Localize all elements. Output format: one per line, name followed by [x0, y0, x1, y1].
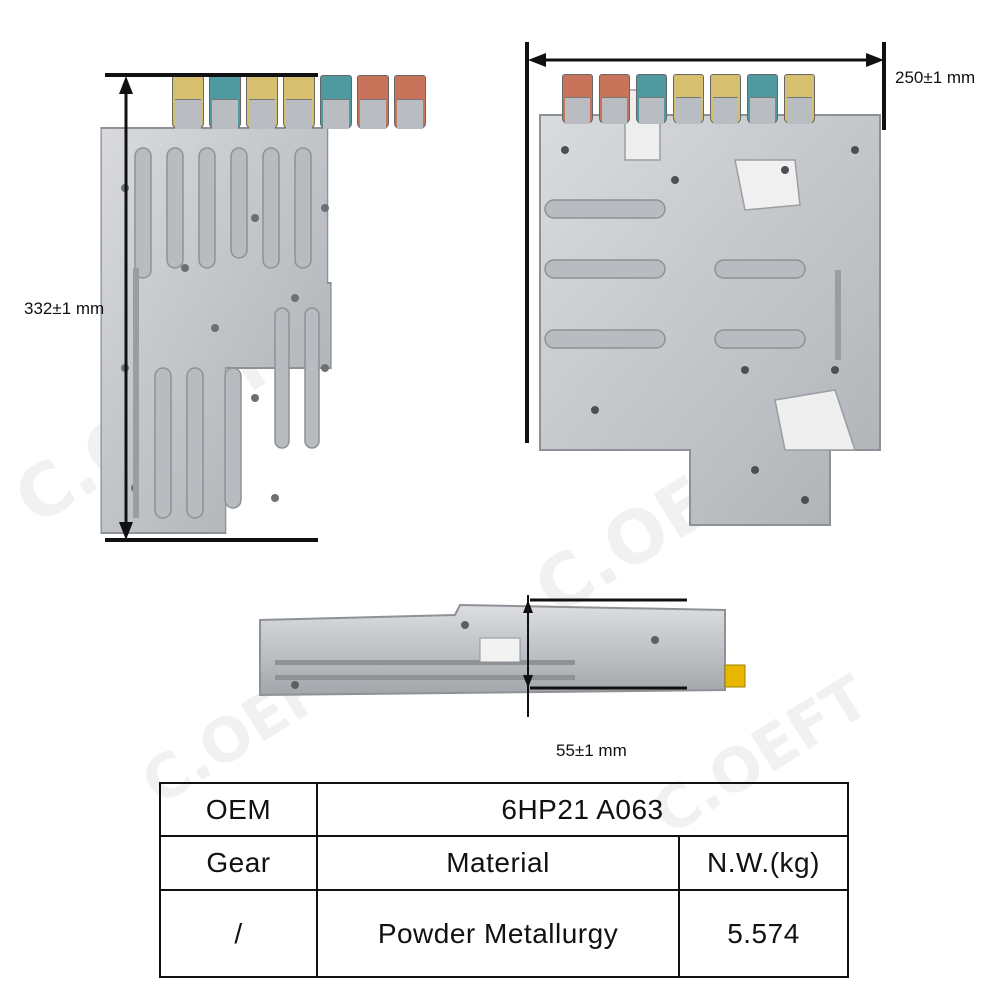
- oem-label: OEM: [159, 782, 318, 837]
- material-value: Powder Metallurgy: [316, 889, 680, 978]
- valve-body-rear-photo: [539, 89, 881, 526]
- gear-header: Gear: [159, 835, 318, 891]
- oem-value: 6HP21 A063: [316, 782, 849, 837]
- valve-body-front-photo: [100, 127, 332, 534]
- solenoid-body: [602, 96, 627, 124]
- solenoid-body: [175, 99, 201, 129]
- height-dimension-line: [105, 73, 318, 542]
- weight-value: 5.574: [678, 889, 849, 978]
- solenoid-row-left: [172, 75, 432, 130]
- thickness-dimension-line: [523, 595, 687, 717]
- solenoid-body: [676, 96, 701, 124]
- solenoid-body: [212, 99, 238, 129]
- solenoid-body: [323, 99, 349, 129]
- weight-header: N.W.(kg): [678, 835, 849, 891]
- solenoid-connector: [673, 74, 704, 124]
- solenoid-connector: [710, 74, 741, 124]
- solenoid-body: [750, 96, 775, 124]
- solenoid-connector: [172, 75, 204, 129]
- spec-table: OEM 6HP21 A063 Gear Material N.W.(kg) / …: [159, 782, 849, 978]
- solenoid-row-right: [562, 74, 832, 124]
- solenoid-connector: [599, 74, 630, 124]
- width-dimension-label: 250±1 mm: [895, 68, 976, 87]
- solenoid-body: [397, 99, 423, 129]
- solenoid-connector: [636, 74, 667, 124]
- solenoid-body: [249, 99, 275, 129]
- solenoid-body: [639, 96, 664, 124]
- solenoid-body: [360, 99, 386, 129]
- oem-row: OEM 6HP21 A063: [159, 782, 849, 837]
- solenoid-connector: [562, 74, 593, 124]
- material-header: Material: [316, 835, 680, 891]
- thickness-dimension-label: 55±1 mm: [556, 741, 627, 760]
- solenoid-body: [713, 96, 738, 124]
- valve-body-side-photo: [259, 603, 746, 697]
- width-dimension-line: [525, 42, 886, 443]
- solenoid-body: [286, 99, 312, 129]
- solenoid-connector: [320, 75, 352, 129]
- height-dimension-label: 332±1 mm: [24, 299, 105, 318]
- solenoid-connector: [394, 75, 426, 129]
- gear-value: /: [159, 889, 318, 978]
- solenoid-connector: [357, 75, 389, 129]
- solenoid-connector: [747, 74, 778, 124]
- solenoid-connector: [283, 75, 315, 129]
- header-row: Gear Material N.W.(kg): [159, 835, 849, 891]
- value-row: / Powder Metallurgy 5.574: [159, 889, 849, 978]
- solenoid-connector: [784, 74, 815, 124]
- solenoid-body: [565, 96, 590, 124]
- solenoid-body: [787, 96, 812, 124]
